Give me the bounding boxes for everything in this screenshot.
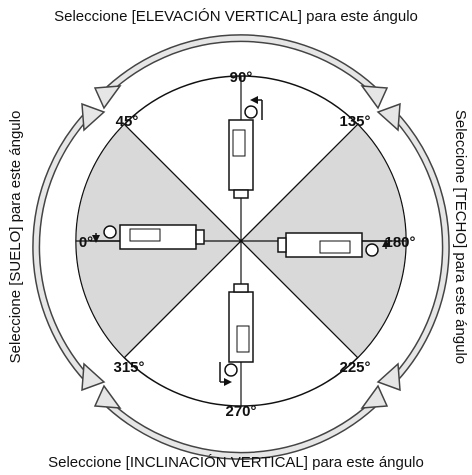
arrowhead-left-bottom — [81, 362, 106, 392]
angle-label-180: 180° — [384, 234, 415, 251]
angle-label-90: 90° — [230, 69, 253, 86]
arrowhead-top-left — [93, 85, 122, 110]
caption-right: Seleccione [TECHO] para este ángulo — [452, 110, 469, 364]
projector-icon-270deg — [219, 283, 254, 386]
projector-icon-90deg — [228, 96, 263, 199]
angle-label-0: 0° — [79, 234, 93, 251]
angle-label-45: 45° — [116, 113, 139, 130]
projector-icon-180deg — [277, 232, 392, 258]
angle-label-135: 135° — [339, 113, 370, 130]
projector-icon-0deg — [90, 224, 205, 250]
arrowhead-left-top — [81, 102, 106, 132]
caption-bottom: Seleccione [INCLINACIÓN VERTICAL] para e… — [48, 454, 424, 471]
angle-label-270: 270° — [225, 403, 256, 420]
caption-top: Seleccione [ELEVACIÓN VERTICAL] para est… — [54, 8, 418, 25]
angle-label-315: 315° — [113, 359, 144, 376]
arrowhead-bottom-left — [93, 384, 122, 409]
angle-label-225: 225° — [339, 359, 370, 376]
arrowhead-top-right — [360, 85, 389, 110]
outer-arrows — [32, 34, 450, 460]
caption-left: Seleccione [SUELO] para este ángulo — [7, 111, 24, 364]
arrowhead-right-top — [376, 102, 401, 132]
arrowhead-bottom-right — [360, 384, 389, 409]
arrowhead-right-bottom — [376, 362, 401, 392]
